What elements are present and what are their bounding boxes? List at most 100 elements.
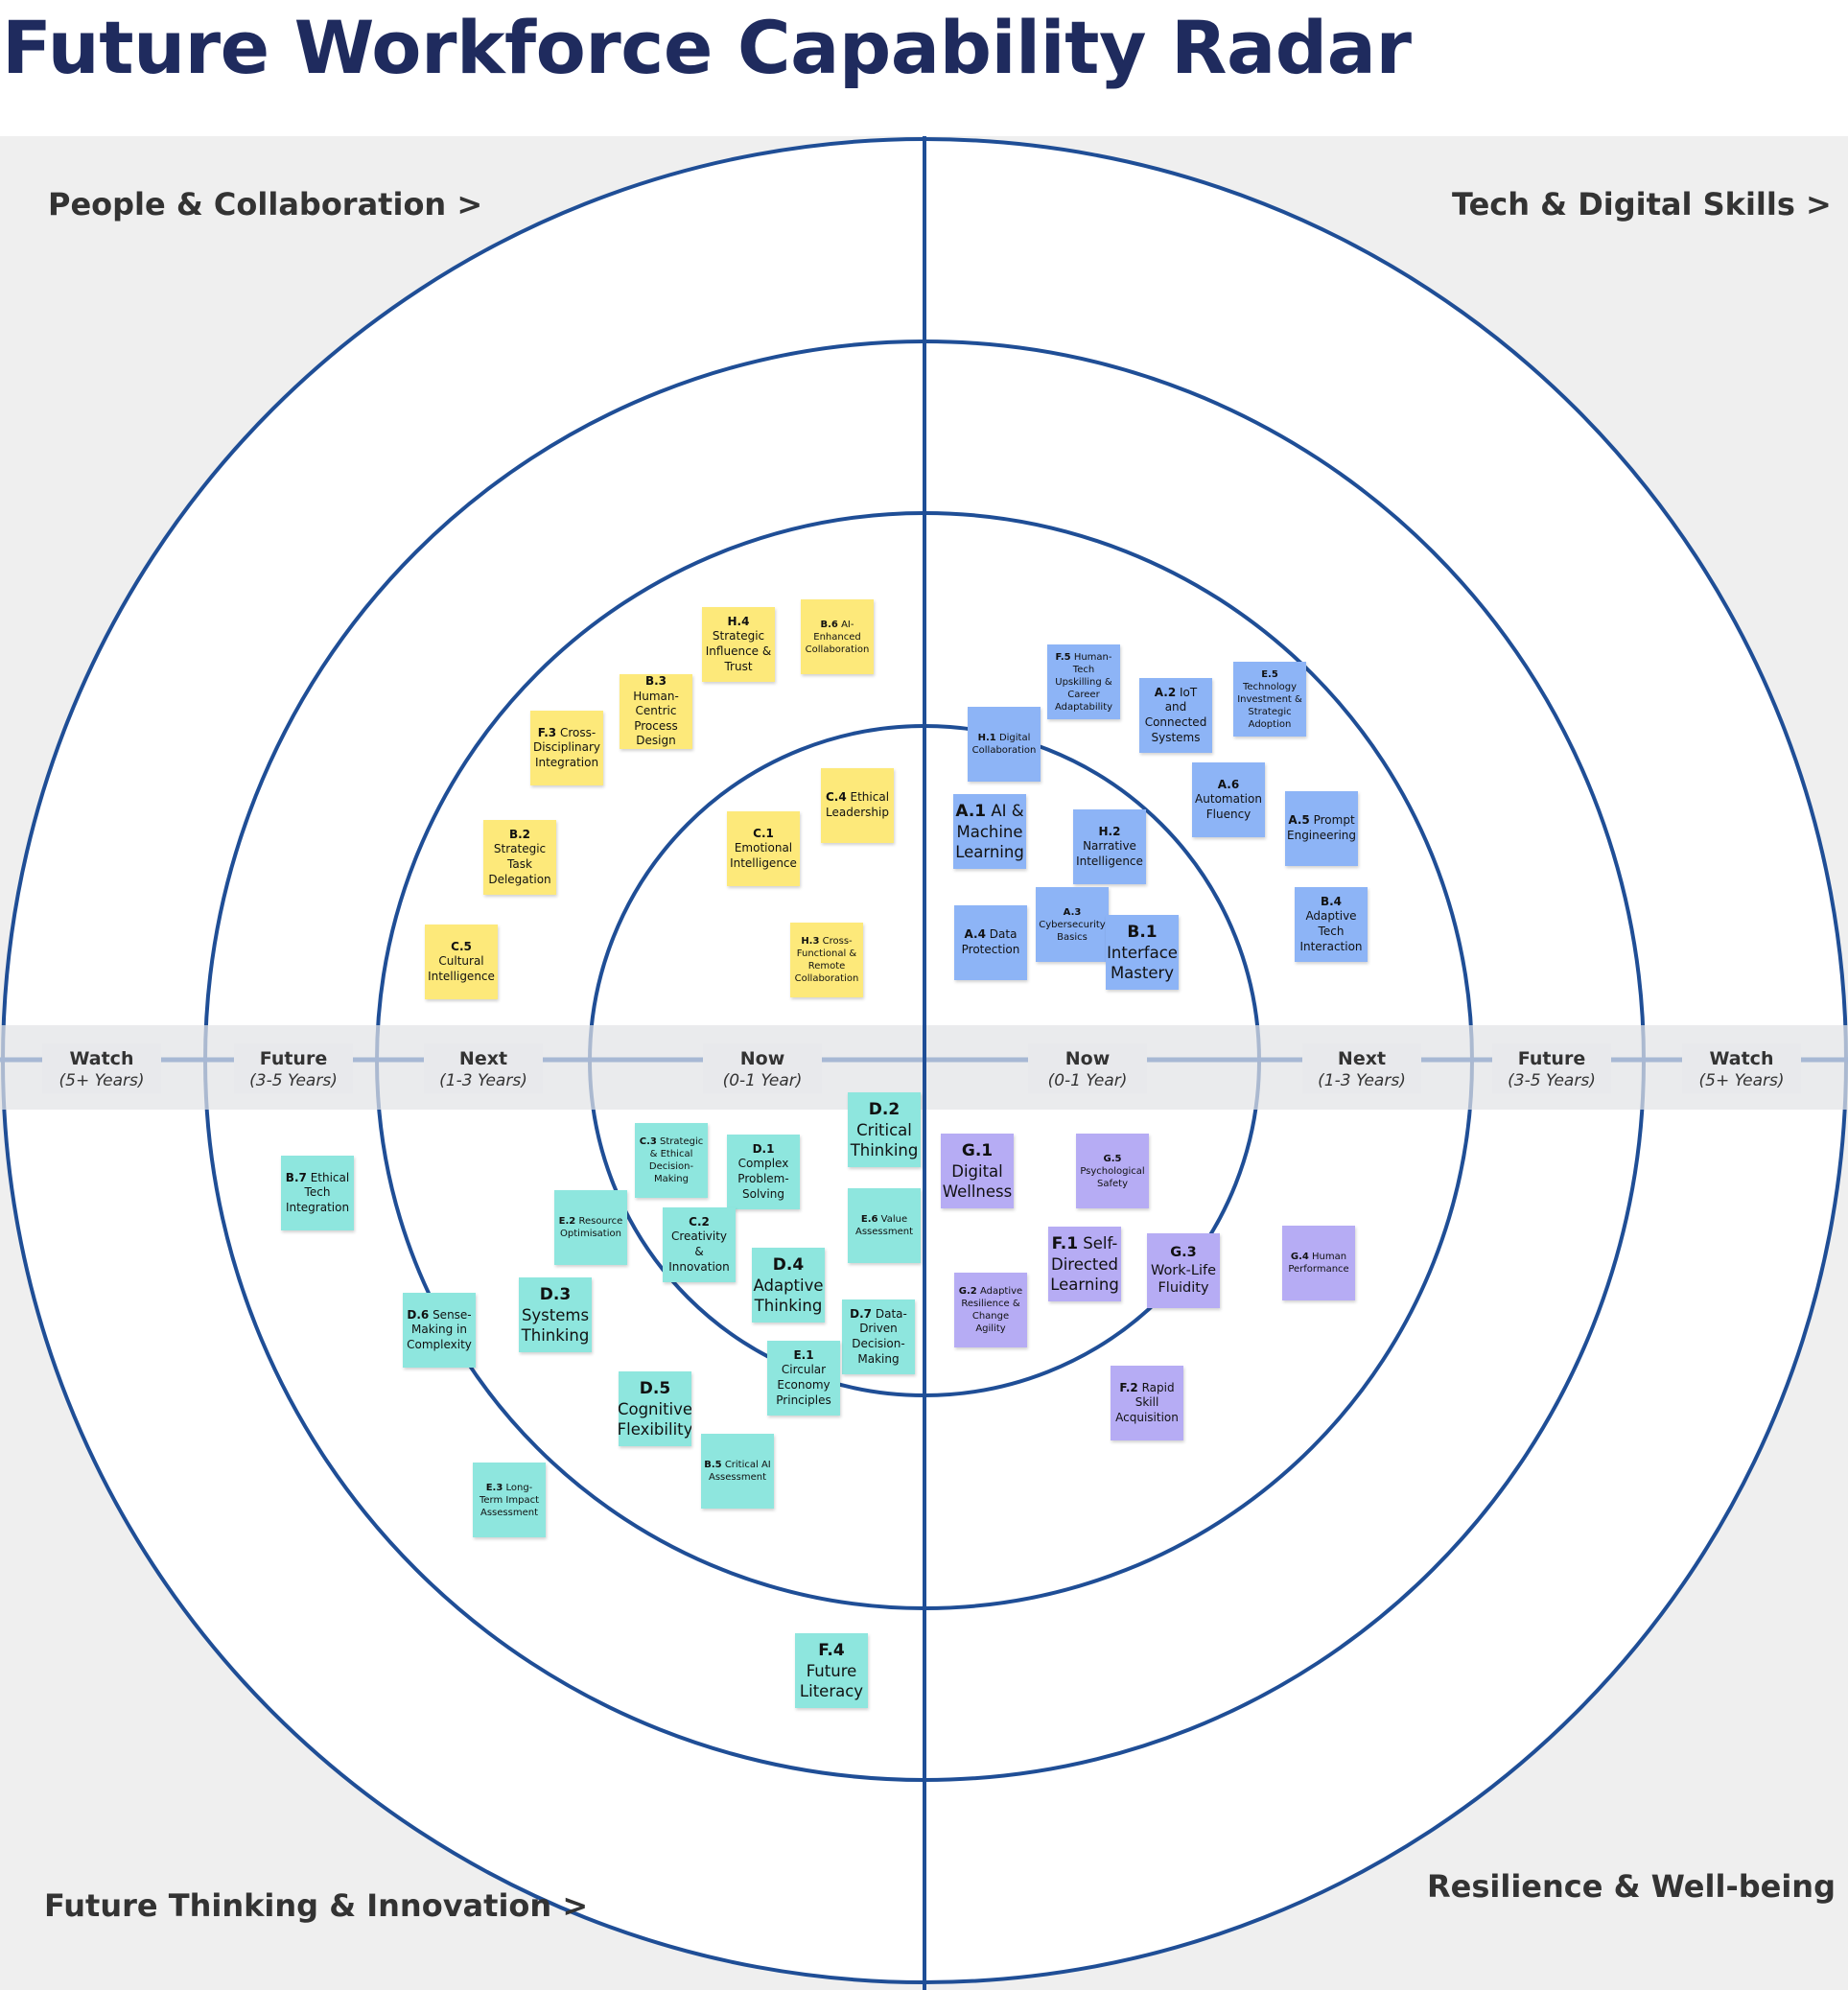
capability-note-c-5[interactable]: C.5 Cultural Intelligence bbox=[425, 925, 498, 999]
capability-note-g-3[interactable]: G.3 Work-Life Fluidity bbox=[1147, 1233, 1220, 1308]
quadrant-label-tech-digital-skills[interactable]: Tech & Digital Skills > bbox=[1452, 186, 1832, 222]
capability-note-a-4[interactable]: A.4 Data Protection bbox=[954, 905, 1027, 980]
capability-note-a-5[interactable]: A.5 Prompt Engineering bbox=[1285, 791, 1358, 866]
capability-note-g-5[interactable]: G.5 Psychological Safety bbox=[1076, 1134, 1149, 1208]
ring-label-name: Future bbox=[1517, 1048, 1586, 1069]
note-text: D.5 Cognitive Flexibility bbox=[619, 1378, 691, 1440]
capability-note-c-1[interactable]: C.1 Emotional Intelligence bbox=[727, 811, 800, 886]
ring-label-left-next: Next(1-3 Years) bbox=[424, 1043, 543, 1093]
ring-label-name: Watch bbox=[69, 1048, 134, 1069]
capability-note-d-1[interactable]: D.1 Complex Problem-Solving bbox=[727, 1135, 800, 1209]
capability-note-d-5[interactable]: D.5 Cognitive Flexibility bbox=[619, 1371, 691, 1446]
capability-note-b-5[interactable]: B.5 Critical AI Assessment bbox=[701, 1434, 774, 1509]
capability-note-a-3[interactable]: A.3 Cybersecurity Basics bbox=[1036, 887, 1109, 962]
note-id: A.1 bbox=[955, 801, 987, 821]
capability-note-f-1[interactable]: F.1 Self-Directed Learning bbox=[1048, 1227, 1121, 1301]
note-label: Cultural Intelligence bbox=[428, 954, 495, 983]
note-id: D.4 bbox=[772, 1254, 805, 1275]
capability-note-h-3[interactable]: H.3 Cross-Functional & Remote Collaborat… bbox=[790, 923, 863, 997]
note-id: F.1 bbox=[1051, 1233, 1079, 1253]
note-id: D.7 bbox=[850, 1306, 873, 1321]
capability-note-g-4[interactable]: G.4 Human Performance bbox=[1282, 1226, 1355, 1300]
capability-note-d-7[interactable]: D.7 Data-Driven Decision-Making bbox=[842, 1299, 915, 1374]
note-label: Circular Economy Principles bbox=[776, 1363, 831, 1407]
note-text: C.2 Creativity & Innovation bbox=[666, 1215, 733, 1275]
note-id: D.3 bbox=[539, 1284, 572, 1304]
note-text: A.4 Data Protection bbox=[957, 927, 1024, 957]
capability-note-b-1[interactable]: B.1 Interface Mastery bbox=[1106, 915, 1179, 990]
quadrant-label-future-thinking-innovation[interactable]: Future Thinking & Innovation > bbox=[44, 1887, 589, 1924]
note-label: Data-Driven Decision-Making bbox=[852, 1306, 907, 1366]
note-label: Data Protection bbox=[961, 927, 1020, 956]
capability-note-f-4[interactable]: F.4 Future Literacy bbox=[795, 1633, 868, 1708]
ring-label-horizon: (5+ Years) bbox=[58, 1071, 145, 1090]
capability-note-b-6[interactable]: B.6 AI-Enhanced Collaboration bbox=[801, 599, 874, 674]
note-id: G.2 bbox=[958, 1286, 977, 1297]
note-label: AI-Enhanced Collaboration bbox=[805, 619, 870, 655]
note-id: A.4 bbox=[964, 927, 986, 942]
note-id: C.3 bbox=[639, 1136, 657, 1147]
capability-note-b-7[interactable]: B.7 Ethical Tech Integration bbox=[281, 1156, 354, 1230]
note-text: F.2 Rapid Skill Acquisition bbox=[1113, 1381, 1181, 1426]
capability-note-f-3[interactable]: F.3 Cross-Disciplinary Integration bbox=[530, 711, 603, 785]
note-text: E.6 Value Assessment bbox=[851, 1213, 918, 1238]
capability-note-e-2[interactable]: E.2 Resource Optimisation bbox=[554, 1190, 627, 1265]
note-id: B.6 bbox=[820, 619, 838, 630]
capability-note-d-2[interactable]: D.2 Critical Thinking bbox=[848, 1092, 921, 1167]
note-text: G.1 Digital Wellness bbox=[943, 1140, 1012, 1203]
note-id: E.6 bbox=[860, 1214, 878, 1225]
note-text: D.4 Adaptive Thinking bbox=[753, 1254, 823, 1317]
note-id: B.2 bbox=[508, 827, 531, 841]
note-id: D.1 bbox=[752, 1141, 775, 1156]
ring-label-right-watch: Watch(5+ Years) bbox=[1682, 1043, 1801, 1093]
note-label: Prompt Engineering bbox=[1287, 813, 1356, 842]
capability-note-h-1[interactable]: H.1 Digital Collaboration bbox=[968, 707, 1041, 782]
ring-label-horizon: (3-5 Years) bbox=[249, 1071, 338, 1090]
note-text: E.2 Resource Optimisation bbox=[557, 1215, 624, 1240]
capability-note-c-4[interactable]: C.4 Ethical Leadership bbox=[821, 768, 894, 843]
capability-note-a-6[interactable]: A.6 Automation Fluency bbox=[1192, 762, 1265, 837]
ring-label-horizon: (0-1 Year) bbox=[722, 1071, 803, 1090]
note-label: Digital Wellness bbox=[942, 1161, 1013, 1202]
capability-note-g-2[interactable]: G.2 Adaptive Resilience & Change Agility bbox=[954, 1273, 1027, 1347]
note-text: C.1 Emotional Intelligence bbox=[730, 827, 797, 872]
capability-note-h-2[interactable]: H.2 Narrative Intelligence bbox=[1073, 809, 1146, 884]
note-label: Long-Term Impact Assessment bbox=[479, 1482, 539, 1518]
capability-note-d-3[interactable]: D.3 Systems Thinking bbox=[519, 1277, 592, 1352]
capability-note-a-1[interactable]: A.1 AI & Machine Learning bbox=[953, 794, 1026, 869]
note-label: Systems Thinking bbox=[521, 1305, 590, 1346]
capability-note-f-2[interactable]: F.2 Rapid Skill Acquisition bbox=[1111, 1366, 1183, 1440]
capability-note-h-4[interactable]: H.4 Strategic Influence & Trust bbox=[702, 607, 775, 682]
capability-note-g-1[interactable]: G.1 Digital Wellness bbox=[941, 1134, 1014, 1208]
capability-note-f-5[interactable]: F.5 Human-Tech Upskilling & Career Adapt… bbox=[1047, 644, 1120, 719]
quadrant-label-resilience-wellbeing[interactable]: Resilience & Well-being > bbox=[1427, 1868, 1848, 1905]
note-label: Emotional Intelligence bbox=[730, 841, 797, 870]
ring-label-left-now: Now (0-1 Year) bbox=[703, 1043, 822, 1093]
note-text: H.4 Strategic Influence & Trust bbox=[705, 615, 772, 674]
capability-note-c-3[interactable]: C.3 Strategic & Ethical Decision-Making bbox=[635, 1123, 708, 1198]
capability-note-e-5[interactable]: E.5 Technology Investment & Strategic Ad… bbox=[1233, 662, 1306, 737]
capability-note-b-3[interactable]: B.3 Human-Centric Process Design bbox=[620, 674, 692, 749]
capability-note-e-3[interactable]: E.3 Long-Term Impact Assessment bbox=[473, 1463, 546, 1537]
note-text: A.5 Prompt Engineering bbox=[1287, 813, 1356, 843]
capability-note-c-2[interactable]: C.2 Creativity & Innovation bbox=[663, 1207, 736, 1282]
note-id: A.2 bbox=[1154, 685, 1177, 699]
note-id: H.3 bbox=[801, 936, 820, 947]
capability-note-b-4[interactable]: B.4 Adaptive Tech Interaction bbox=[1295, 887, 1368, 962]
capability-note-e-1[interactable]: E.1 Circular Economy Principles bbox=[767, 1341, 840, 1416]
note-label: Critical Thinking bbox=[850, 1120, 919, 1160]
capability-note-e-6[interactable]: E.6 Value Assessment bbox=[848, 1188, 921, 1263]
capability-note-b-2[interactable]: B.2 Strategic Task Delegation bbox=[483, 820, 556, 895]
note-id: A.3 bbox=[1063, 906, 1082, 918]
note-text: A.3 Cybersecurity Basics bbox=[1039, 906, 1106, 944]
capability-note-d-4[interactable]: D.4 Adaptive Thinking bbox=[752, 1248, 825, 1323]
note-id: C.4 bbox=[825, 790, 847, 805]
note-id: B.5 bbox=[704, 1460, 722, 1470]
capability-note-a-2[interactable]: A.2 IoT and Connected Systems bbox=[1139, 678, 1212, 753]
capability-note-d-6[interactable]: D.6 Sense-Making in Complexity bbox=[403, 1293, 476, 1368]
note-id: F.3 bbox=[537, 725, 557, 739]
quadrant-label-people-collaboration[interactable]: People & Collaboration > bbox=[48, 186, 483, 222]
ring-label-name: Now bbox=[739, 1048, 785, 1069]
note-label: Cybersecurity Basics bbox=[1039, 919, 1106, 943]
note-label: Critical AI Assessment bbox=[709, 1460, 771, 1483]
